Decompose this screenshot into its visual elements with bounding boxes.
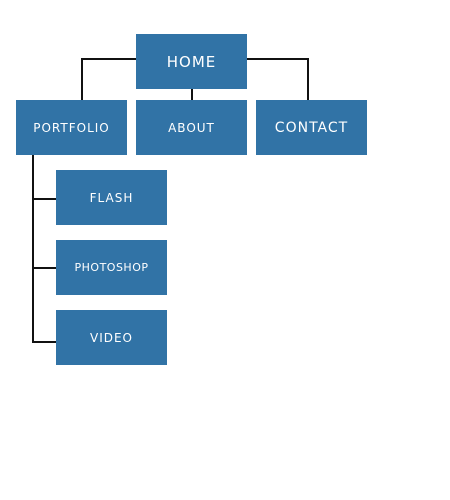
connector-home-portfolio-v (81, 58, 83, 101)
node-video-label: VIDEO (89, 330, 133, 345)
node-flash-label: FLASH (89, 190, 134, 205)
node-video[interactable]: VIDEO (56, 310, 167, 365)
connector-home-contact-v (307, 58, 309, 101)
connector-portfolio-flash (32, 198, 57, 200)
connector-portfolio-video (32, 341, 57, 343)
node-home-label: HOME (166, 52, 217, 71)
node-contact[interactable]: CONTACT (256, 100, 367, 155)
connector-home-about (191, 88, 193, 101)
node-flash[interactable]: FLASH (56, 170, 167, 225)
node-portfolio[interactable]: PORTFOLIO (16, 100, 127, 155)
connector-home-portfolio-h (81, 58, 137, 60)
connector-portfolio-photoshop (32, 267, 57, 269)
node-contact-label: CONTACT (274, 119, 349, 136)
node-photoshop[interactable]: PHOTOSHOP (56, 240, 167, 295)
node-photoshop-label: PHOTOSHOP (74, 261, 149, 274)
node-home[interactable]: HOME (136, 34, 247, 89)
node-portfolio-label: PORTFOLIO (33, 120, 110, 135)
node-about[interactable]: ABOUT (136, 100, 247, 155)
connector-home-contact-h (246, 58, 309, 60)
node-about-label: ABOUT (168, 120, 215, 135)
connector-portfolio-spine (32, 154, 34, 343)
